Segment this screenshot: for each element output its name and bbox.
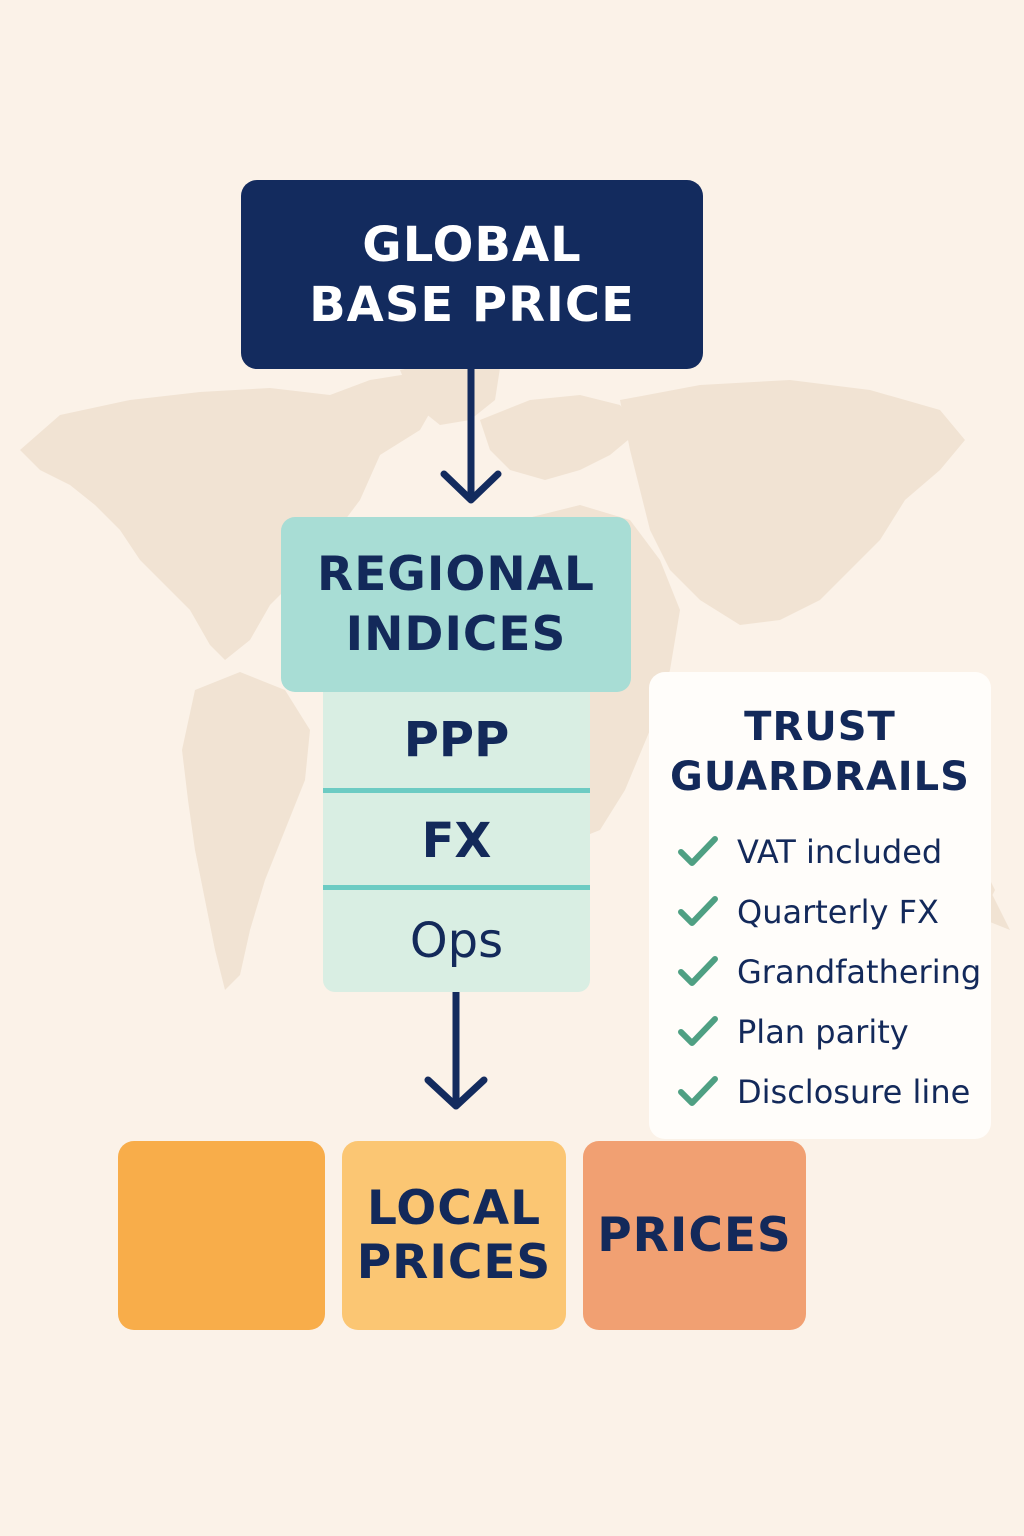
check-icon <box>678 836 718 866</box>
index-ppp: PPP <box>403 712 510 768</box>
regional-indices-box: REGIONAL INDICES <box>281 517 631 692</box>
guardrails-list: VAT included Quarterly FX Grandfathering… <box>677 822 981 1122</box>
guardrail-item: Disclosure line <box>677 1062 981 1122</box>
guardrails-title: TRUST GUARDRAILS <box>649 702 991 802</box>
check-icon <box>678 896 718 926</box>
guardrails-title-line2: GUARDRAILS <box>670 754 970 800</box>
price-box-2-line2: PRICES <box>356 1234 552 1290</box>
guardrail-item: Grandfathering <box>677 942 981 1002</box>
guardrail-item: VAT included <box>677 822 981 882</box>
price-box-3-label: PRICES <box>597 1207 792 1263</box>
local-price-box-2: LOCAL PRICES <box>342 1141 566 1330</box>
price-box-2-line1: LOCAL <box>366 1180 542 1236</box>
global-base-price-box: GLOBAL BASE PRICE <box>241 180 703 369</box>
guardrail-item: Plan parity <box>677 1002 981 1062</box>
global-box-line1: GLOBAL <box>362 216 582 273</box>
guardrail-label: Grandfathering <box>737 953 982 991</box>
regional-box-line2: INDICES <box>345 606 567 662</box>
guardrail-item: Quarterly FX <box>677 882 981 942</box>
guardrails-title-line1: TRUST <box>744 704 896 750</box>
check-icon <box>678 956 718 986</box>
indices-stack: PPP FX Ops <box>323 688 590 992</box>
guardrail-label: Plan parity <box>737 1013 909 1051</box>
guardrail-label: Quarterly FX <box>737 893 939 931</box>
guardrail-label: VAT included <box>737 833 943 871</box>
regional-box-line1: REGIONAL <box>317 546 595 602</box>
local-price-box-1 <box>118 1141 325 1330</box>
check-icon <box>678 1016 718 1046</box>
index-divider <box>323 885 590 890</box>
index-divider <box>323 788 590 793</box>
guardrail-label: Disclosure line <box>737 1073 971 1111</box>
index-fx: FX <box>421 812 492 869</box>
check-icon <box>678 1076 718 1106</box>
global-box-line2: BASE PRICE <box>309 276 635 333</box>
index-ops: Ops <box>409 912 504 969</box>
local-price-box-3: PRICES <box>583 1141 806 1330</box>
trust-guardrails-card: TRUST GUARDRAILS VAT included Quarterly … <box>649 672 991 1139</box>
